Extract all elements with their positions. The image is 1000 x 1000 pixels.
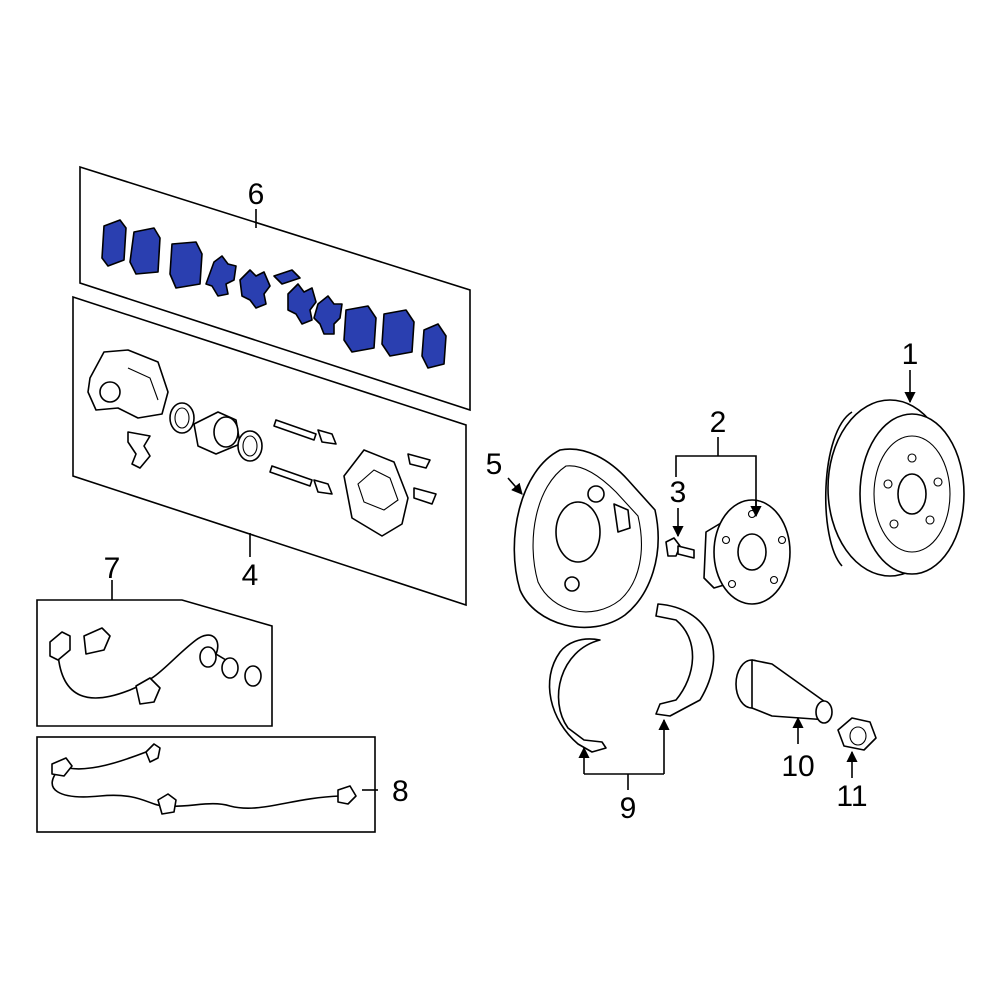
hub-bolt[interactable]: 3: [665, 476, 695, 559]
callout-5: 5: [486, 448, 503, 481]
callout-8: 8: [392, 775, 409, 808]
abs-sensor[interactable]: [51, 743, 357, 815]
abs-sensor-group[interactable]: 8: [36, 736, 409, 833]
brake-pads[interactable]: [101, 219, 447, 369]
caliper-parts[interactable]: [87, 349, 437, 537]
callout-7: 7: [104, 552, 121, 585]
axle-shaft[interactable]: 10: [735, 659, 833, 783]
caliper-kit-group[interactable]: 4: [72, 295, 467, 607]
callout-11: 11: [836, 780, 867, 813]
callout-2: 2: [710, 406, 727, 439]
callout-4: 4: [242, 559, 259, 592]
parking-brake-shoes[interactable]: 9: [548, 603, 715, 825]
brake-rotor[interactable]: 1: [824, 338, 965, 577]
callout-9: 9: [620, 792, 637, 825]
brake-hose[interactable]: [49, 627, 262, 705]
callout-1: 1: [902, 338, 919, 371]
backing-plate[interactable]: 5: [486, 448, 659, 629]
brake-hose-group[interactable]: 7: [36, 552, 273, 727]
callout-6: 6: [248, 178, 265, 211]
hub-assembly[interactable]: 2: [675, 406, 791, 605]
callout-10: 10: [781, 750, 814, 783]
callout-3: 3: [670, 476, 687, 509]
pad-set-group[interactable]: 6: [79, 165, 471, 412]
axle-nut[interactable]: 11: [836, 717, 877, 813]
